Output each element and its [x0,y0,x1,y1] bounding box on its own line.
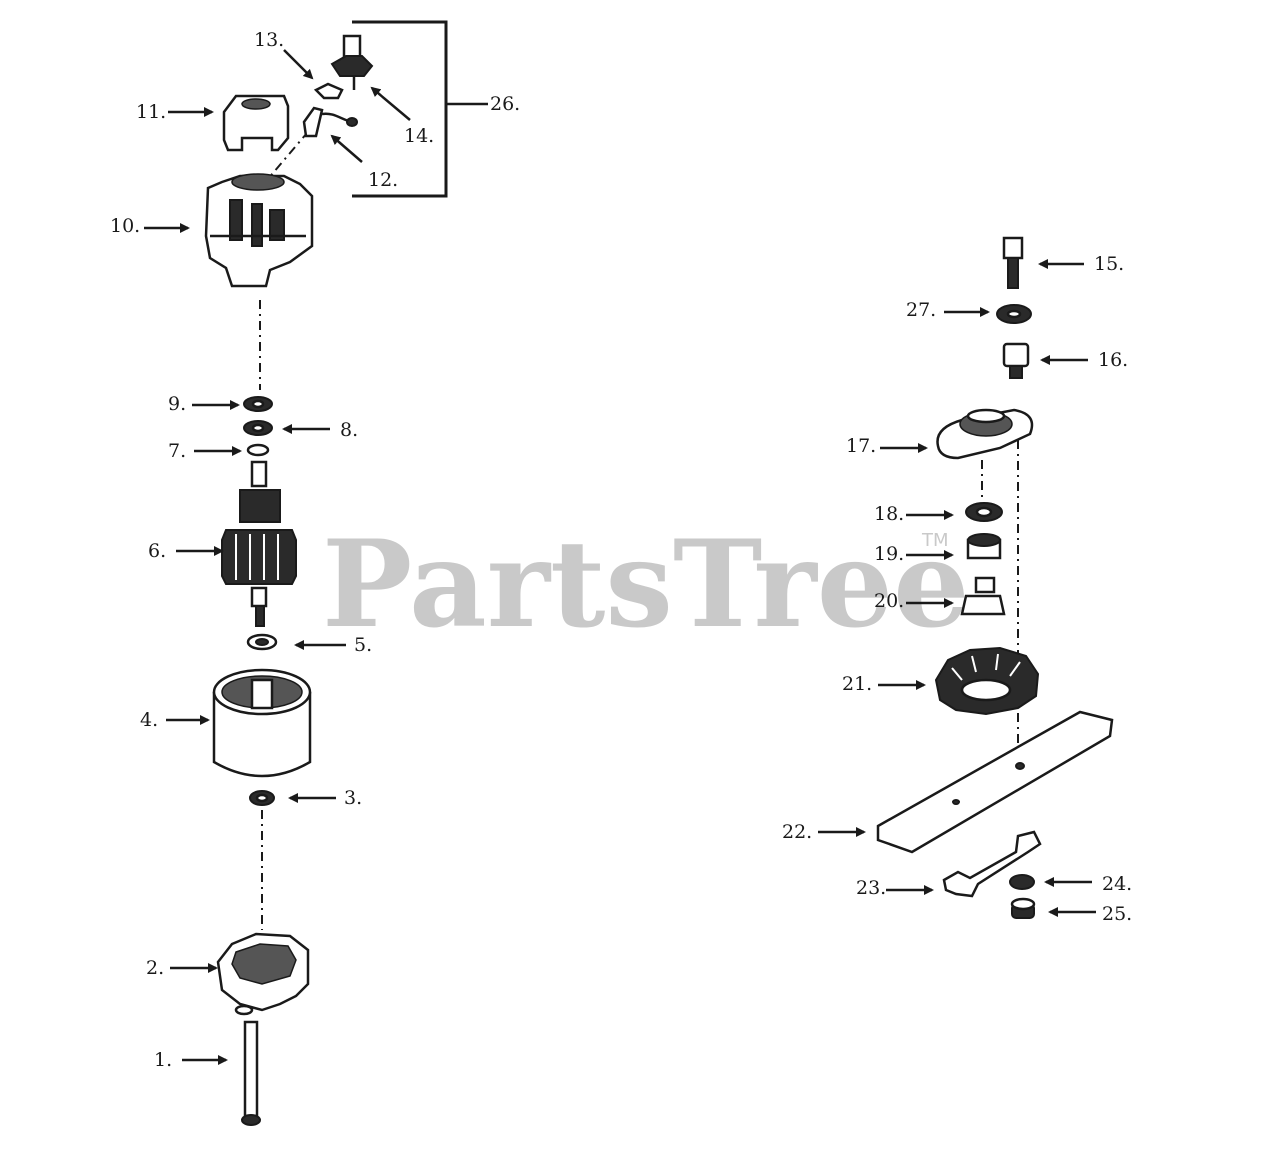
part-ring [246,443,270,457]
part-bearing-washer-hole [975,506,993,518]
callout-8: 8. [340,419,358,441]
part-lock-washer-hole [255,793,269,803]
part-blade-bolt [1002,236,1024,289]
arrow-13 [283,49,314,80]
part-adapter [960,576,1006,616]
callout-18: 18. [874,503,904,525]
callout-13: 13. [254,29,284,51]
arrow-12 [330,134,363,163]
callout-23: 23. [856,877,886,899]
callout-22: 22. [782,821,812,843]
callout-12: 12. [368,169,398,191]
group-bracket [352,20,448,198]
part-washer-hole [251,399,265,409]
part-spacer [1002,342,1030,379]
part-drive-end-cap [216,932,310,1016]
callout-2: 2. [146,957,164,979]
callout-7: 7. [168,440,186,462]
part-brush [302,106,358,138]
callout-25: 25. [1102,903,1132,925]
callout-26: 26. [490,93,520,115]
watermark-text: PartsTree [322,514,969,655]
callout-15: 15. [1094,253,1124,275]
callout-3: 3. [344,787,362,809]
part-end-housing [204,173,314,288]
callout-27: 27. [906,299,936,321]
part-brush-cover [222,94,290,152]
callout-9: 9. [168,393,186,415]
callout-1: 1. [154,1049,172,1071]
callout-5: 5. [354,634,372,656]
callout-21: 21. [842,673,872,695]
part-blade-adapter [934,646,1040,716]
callout-arrows [144,49,1096,1065]
watermark-trademark: TM [921,530,949,551]
callout-19: 19. [874,543,904,565]
callout-17: 17. [846,435,876,457]
part-blade [876,710,1114,854]
part-blade-wrench [942,830,1042,898]
arrow-14 [370,86,411,121]
callout-10: 10. [110,215,140,237]
callout-16: 16. [1098,349,1128,371]
part-motor-frame [212,668,312,778]
callout-14: 14. [404,125,434,147]
part-thrust-washer-hole [255,638,269,646]
callout-20: 20. [874,590,904,612]
part-flange-mount [936,408,1034,460]
part-terminal [330,34,374,90]
part-flat-washer-hole [1006,309,1022,319]
callout-11: 11. [136,101,166,123]
part-spring [313,82,344,100]
watermark: PartsTree TM [322,514,969,655]
callout-24: 24. [1102,873,1132,895]
callout-4: 4. [140,709,158,731]
part-washer-hole [251,423,265,433]
part-bushing [966,533,1002,560]
part-lock-nut [1010,897,1036,919]
callout-labels: 1. 2. 3. 4. 5. 6. 7. 8. 9. 10. 11. 12. 1… [110,29,1132,1071]
callout-6: 6. [148,540,166,562]
part-blade-nut [1009,874,1035,890]
part-through-bolt [241,1020,261,1126]
part-armature [221,460,297,627]
